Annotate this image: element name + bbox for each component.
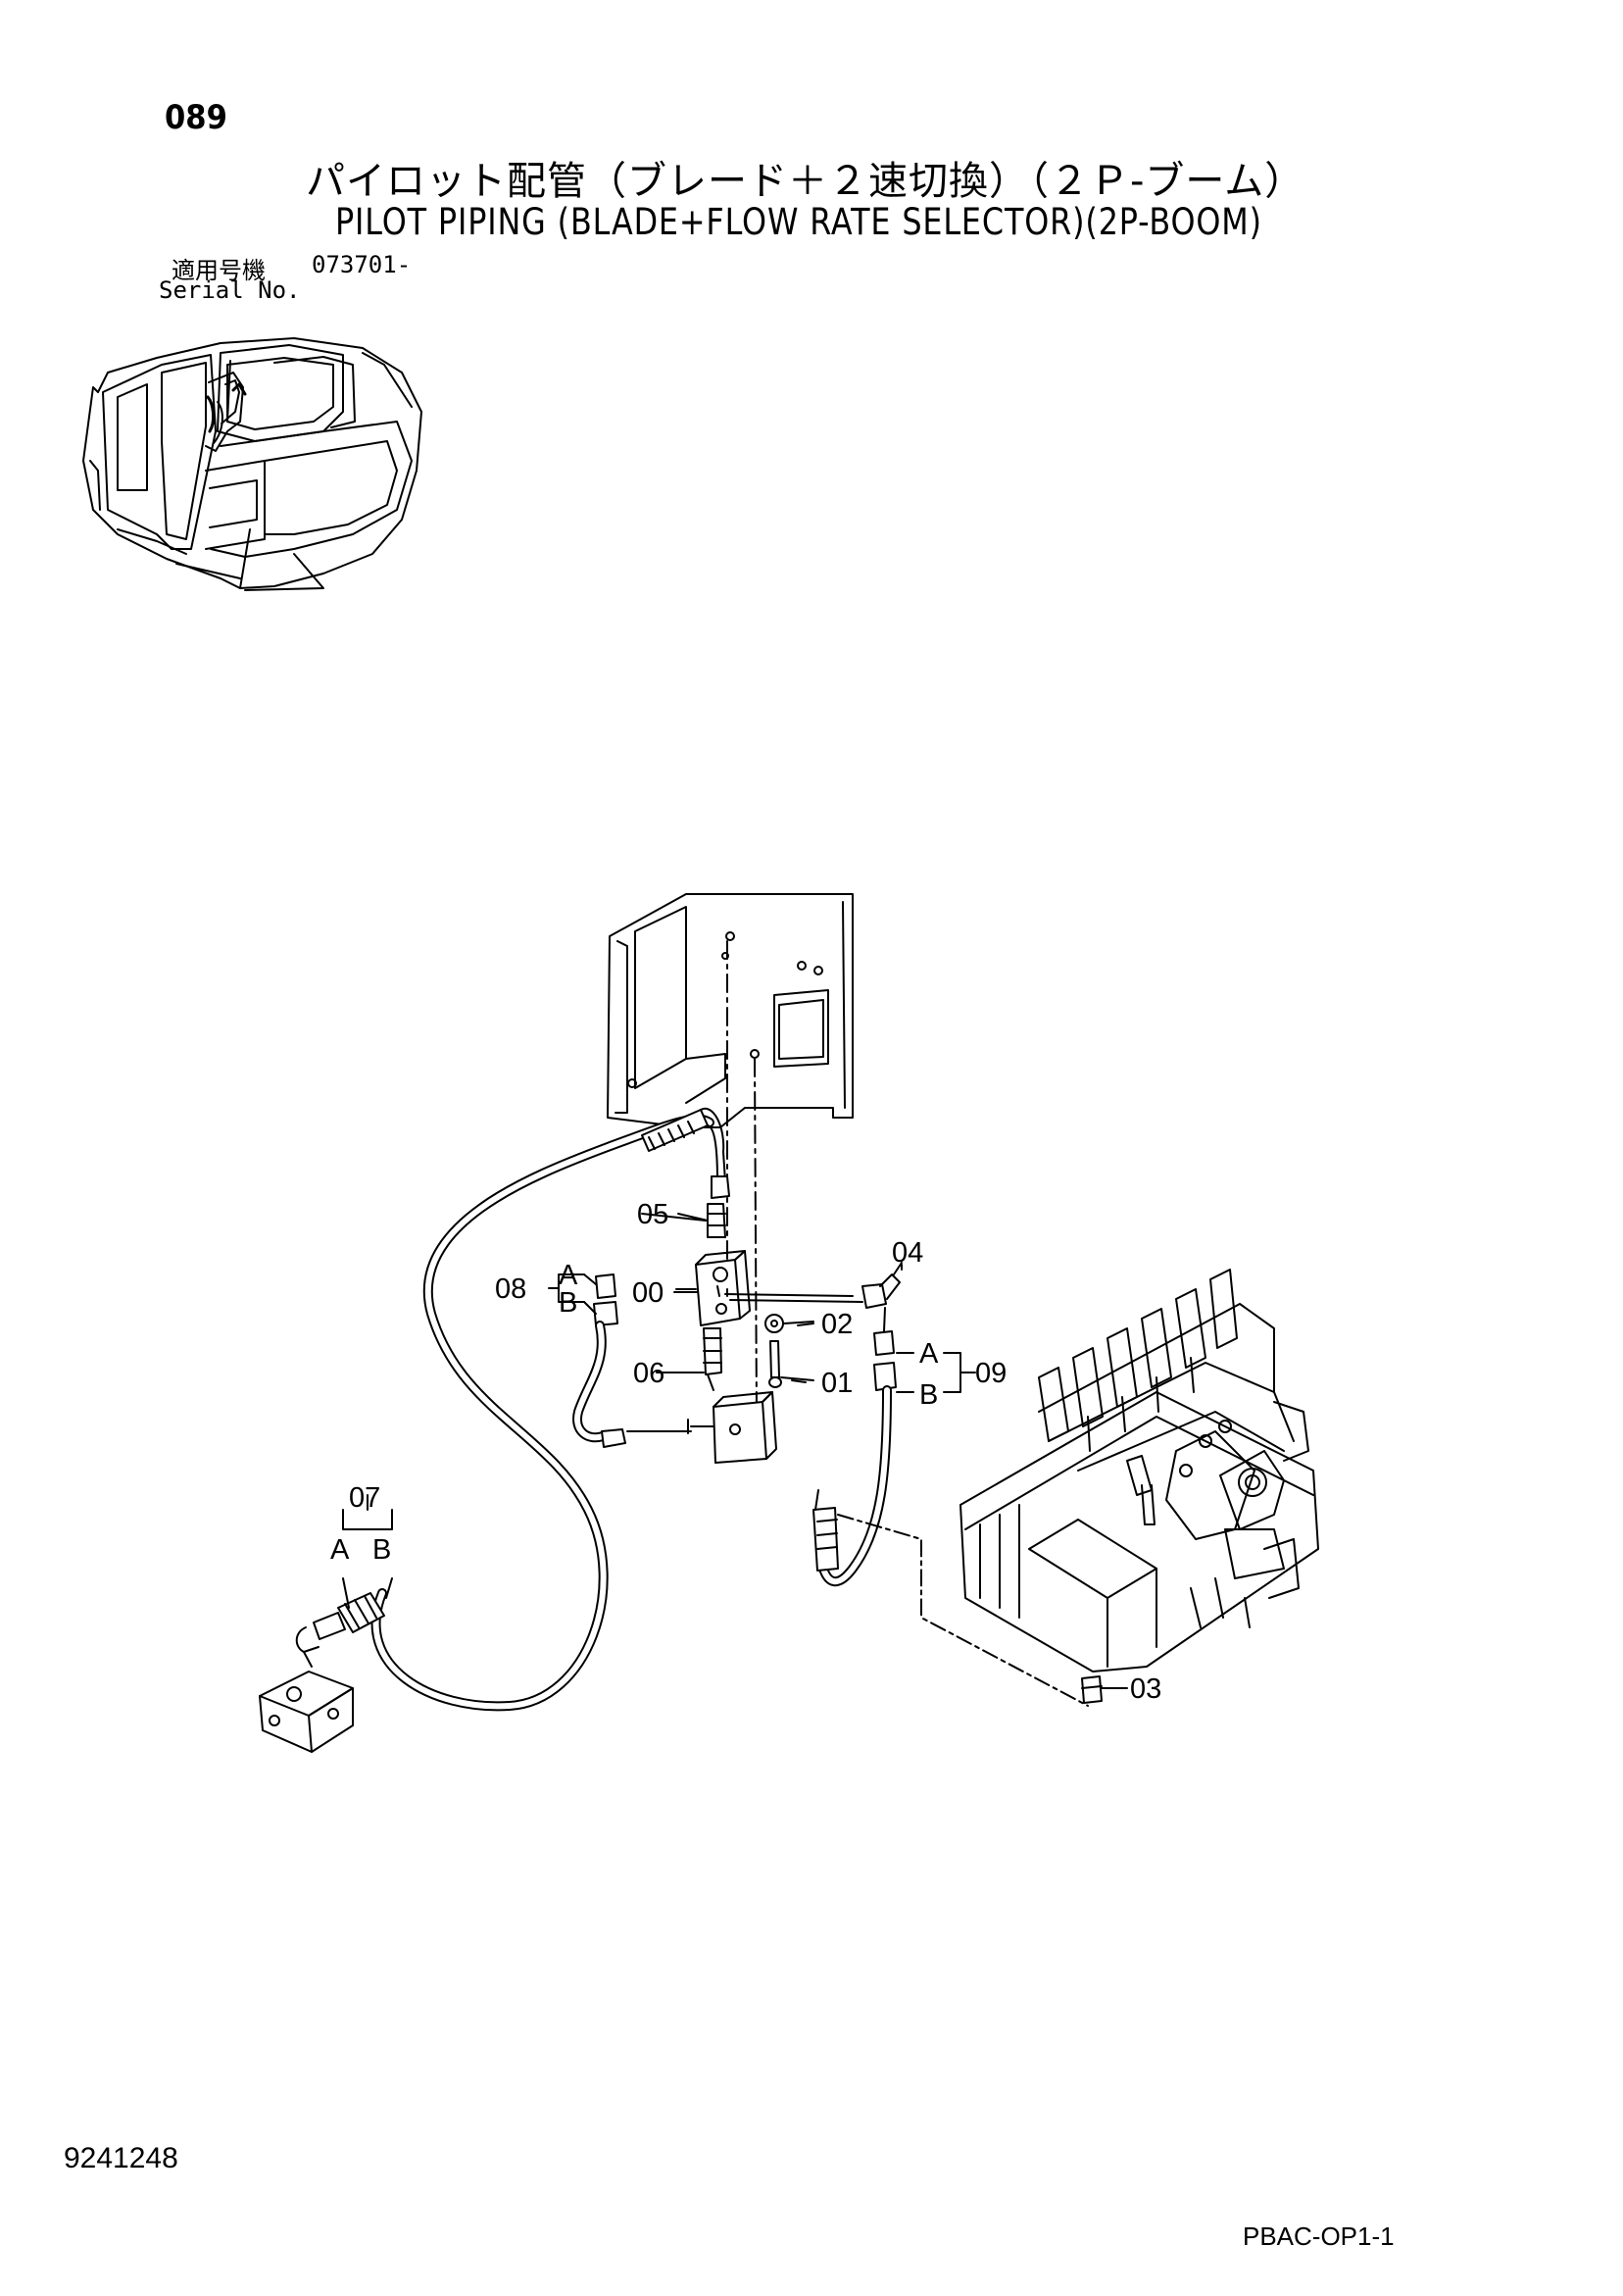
callout-08-a: A — [559, 1260, 578, 1291]
control-valve-assembly — [959, 1269, 1319, 1672]
title-japanese: パイロット配管（ブレード＋２速切換）（２Ｐ-ブーム） — [306, 159, 1305, 204]
pilot-pump-block — [259, 1671, 354, 1753]
callout-00: 00 — [632, 1277, 664, 1309]
document-number: 9241248 — [64, 2142, 178, 2174]
callout-03: 03 — [1130, 1673, 1161, 1705]
callout-labels: 05 00 06 08 A B 04 02 01 A B 09 07 A B 0… — [330, 1199, 1161, 1705]
callout-09-b: B — [919, 1379, 938, 1411]
callout-08: 08 — [495, 1273, 526, 1305]
solenoid-valve-00 — [675, 1250, 863, 1326]
serial-number-value: 073701- — [312, 251, 412, 278]
sheet-code: PBAC-OP1-1 — [1243, 2221, 1395, 2251]
excavator-locator-view — [82, 337, 422, 591]
bolt-01 — [768, 1340, 814, 1388]
serial-label-english: Serial No. — [159, 276, 301, 304]
elbow-04 — [861, 1262, 903, 1309]
callout-09-a: A — [919, 1338, 939, 1370]
adapter-03 — [1081, 1675, 1128, 1704]
callout-07: 07 — [349, 1482, 380, 1514]
title-english: PILOT PIPING (BLADE+FLOW RATE SELECTOR)(… — [335, 201, 1262, 243]
adapter-06 — [656, 1327, 722, 1391]
pilot-hose-09 — [812, 1307, 1089, 1707]
washer-02 — [764, 1314, 814, 1333]
pilot-hose-08 — [572, 1273, 626, 1448]
adapter-05 — [641, 1203, 726, 1238]
page-number: 089 — [165, 98, 227, 137]
callout-06: 06 — [633, 1358, 664, 1389]
block-fitting — [626, 1391, 777, 1464]
elbow-07 — [295, 1592, 385, 1668]
callout-02: 02 — [821, 1309, 853, 1340]
callout-leader-lines — [342, 1213, 976, 1609]
callout-07-a: A — [330, 1534, 350, 1566]
callout-04: 04 — [892, 1237, 923, 1269]
serial-label-japanese: 適用号機 — [172, 257, 266, 284]
callout-05: 05 — [637, 1199, 668, 1230]
cab-panel-bracket — [607, 893, 854, 1413]
callout-01: 01 — [821, 1368, 853, 1399]
pilot-hose-07 — [370, 1107, 730, 1712]
callout-08-b: B — [559, 1287, 577, 1319]
callout-09: 09 — [975, 1358, 1007, 1389]
callout-07-b: B — [372, 1534, 391, 1566]
